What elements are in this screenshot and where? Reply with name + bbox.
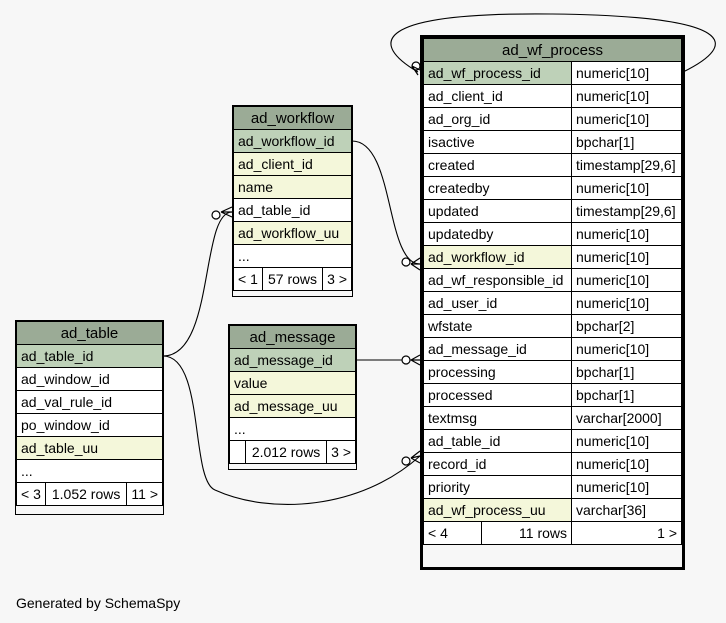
column-type: numeric[10] [571,452,682,476]
ad-table-table[interactable]: ad_table ad_table_id ad_window_id ad_val… [16,321,163,506]
column-type: bpchar[1] [571,130,682,154]
column-name[interactable]: isactive [423,130,572,154]
column-name[interactable]: createdby [423,176,572,200]
column-type: varchar[2000] [571,406,682,430]
column-name[interactable]: ad_org_id [423,107,572,131]
parents-count[interactable]: < 1 [233,267,263,291]
edge-end-circle [401,355,411,365]
column-name[interactable]: updatedby [423,222,572,246]
column-type: varchar[36] [571,498,682,522]
edge-end-circle [401,456,411,466]
ad-wf-process-table[interactable]: ad_wf_process ad_wf_process_id numeric[1… [423,38,682,545]
column-name[interactable]: ad_message_id [423,337,572,361]
column-name[interactable]: ad_wf_process_uu [423,498,572,522]
more-columns: ... [229,417,356,441]
ad-workflow-border [232,105,353,297]
edge-self-ref [390,13,716,73]
column-type: numeric[10] [571,61,682,85]
column-name[interactable]: value [229,371,356,395]
column-name[interactable]: record_id [423,452,572,476]
column-name[interactable]: wfstate [423,314,572,338]
column-type: numeric[10] [571,84,682,108]
column-name[interactable]: ad_table_id [16,344,163,368]
ad-workflow-table[interactable]: ad_workflow ad_workflow_id ad_client_id … [233,106,352,291]
column-name[interactable]: ad_workflow_uu [233,221,352,245]
edge-table-workflow [162,211,233,357]
column-name[interactable]: ad_wf_responsible_id [423,268,572,292]
column-type: numeric[10] [571,337,682,361]
children-count[interactable]: 3 > [322,267,352,291]
column-type: numeric[10] [571,429,682,453]
table-title[interactable]: ad_wf_process [423,38,682,62]
column-type: bpchar[2] [571,314,682,338]
column-type: numeric[10] [571,176,682,200]
column-name[interactable]: ad_client_id [233,152,352,176]
column-name[interactable]: ad_workflow_id [423,245,572,269]
column-name[interactable]: ad_client_id [423,84,572,108]
column-type: numeric[10] [571,291,682,315]
more-columns: ... [233,244,352,268]
parents-count[interactable]: < 4 [423,521,482,545]
crowfoot-marker [410,257,421,271]
column-name[interactable]: created [423,153,572,177]
column-name[interactable]: ad_message_uu [229,394,356,418]
parents-count [229,440,246,464]
edge-end-circle [211,210,221,220]
parents-count[interactable]: < 3 [16,482,46,506]
crowfoot-marker [410,450,421,464]
table-title[interactable]: ad_message [229,325,356,349]
column-name[interactable]: ad_user_id [423,291,572,315]
row-count: 2.012 rows [244,440,328,464]
column-type: numeric[10] [571,475,682,499]
column-name[interactable]: ad_val_rule_id [16,390,163,414]
edge-end-circle [401,257,411,267]
column-name[interactable]: updated [423,199,572,223]
generated-by-note: Generated by SchemaSpy [16,595,181,611]
ad-message-border [228,324,357,470]
column-name[interactable]: ad_window_id [16,367,163,391]
crowfoot-marker [411,65,421,76]
table-title[interactable]: ad_workflow [233,106,352,130]
column-name[interactable]: ad_message_id [229,348,356,372]
column-name[interactable]: ad_table_id [423,429,572,453]
column-name[interactable]: textmsg [423,406,572,430]
column-type: bpchar[1] [571,360,682,384]
row-count: 11 rows [481,521,572,545]
ad-message-table[interactable]: ad_message ad_message_id value ad_messag… [229,325,356,464]
column-name[interactable]: priority [423,475,572,499]
ad-wf-process-border [420,35,685,570]
column-name[interactable]: ad_wf_process_id [423,61,572,85]
column-name[interactable]: processing [423,360,572,384]
column-name[interactable]: processed [423,383,572,407]
edge-workflow [351,140,421,265]
column-name[interactable]: ad_table_id [233,198,352,222]
column-type: timestamp[29,6] [571,199,682,223]
column-name[interactable]: po_window_id [16,413,163,437]
column-name[interactable]: name [233,175,352,199]
column-type: numeric[10] [571,268,682,292]
edge-table-process [162,355,421,506]
children-count[interactable]: 1 > [571,521,682,545]
column-type: numeric[10] [571,107,682,131]
table-title[interactable]: ad_table [16,321,163,345]
column-type: timestamp[29,6] [571,153,682,177]
more-columns: ... [16,459,163,483]
crowfoot-marker [220,206,233,218]
ad-table-border [15,320,164,515]
column-type: bpchar[1] [571,383,682,407]
column-name[interactable]: ad_table_uu [16,436,163,460]
children-count[interactable]: 11 > [126,482,163,506]
crowfoot-marker [410,354,421,366]
column-name[interactable]: ad_workflow_id [233,129,352,153]
row-count: 1.052 rows [44,482,128,506]
children-count[interactable]: 3 > [326,440,356,464]
column-type: numeric[10] [571,245,682,269]
row-count: 57 rows [261,267,324,291]
column-type: numeric[10] [571,222,682,246]
